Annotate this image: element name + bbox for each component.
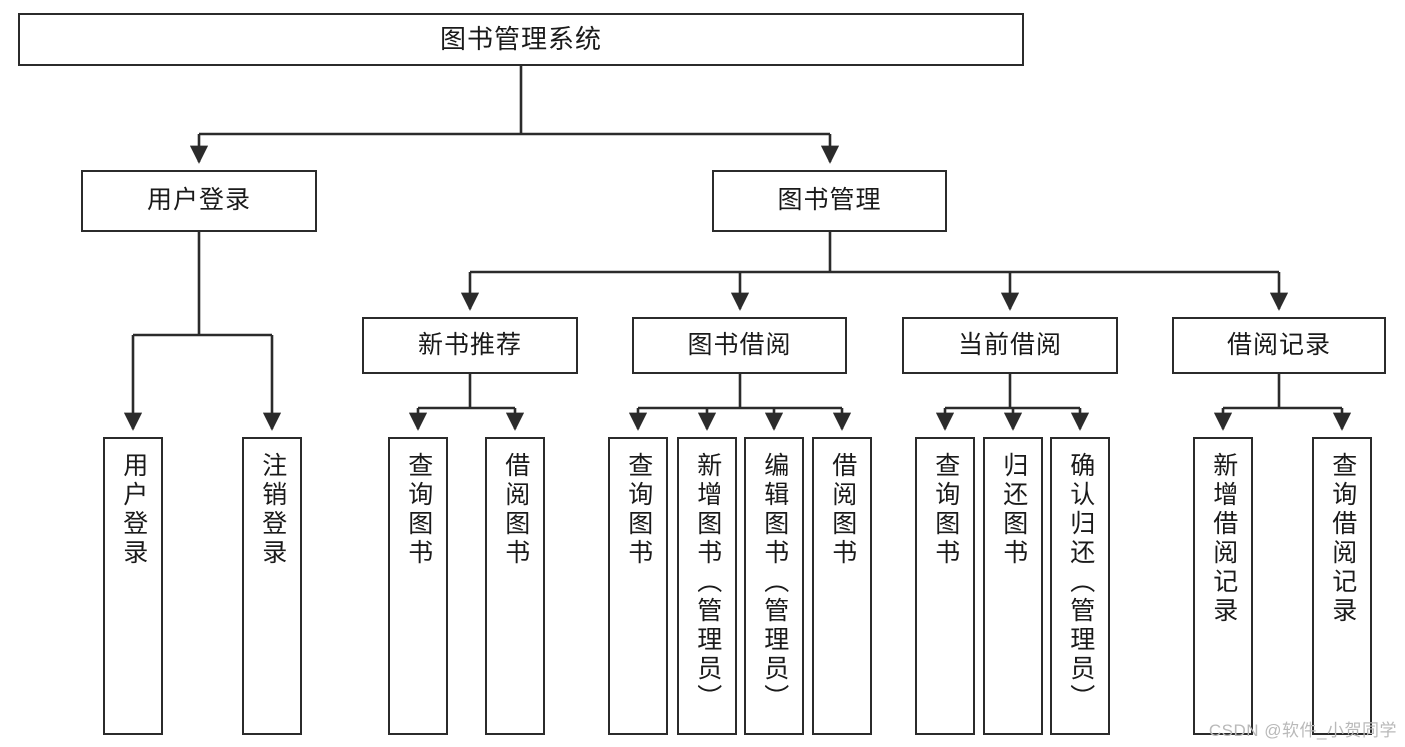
leaf-borrow-books-borrow[interactable]: 借阅图书 [812,437,872,735]
leaf-query-books-borrow[interactable]: 查询图书 [608,437,668,735]
leaf-return-books-label: 归还图书 [999,452,1028,568]
leaf-borrow-books-recommend-label: 借阅图书 [501,452,530,568]
leaf-add-book-admin-label: 新增图书（管理员） [693,452,722,713]
node-borrow-records-label: 借阅记录 [1226,330,1331,359]
leaf-borrow-books-recommend[interactable]: 借阅图书 [485,437,545,735]
node-new-book-recommend[interactable]: 新书推荐 [362,317,578,374]
leaf-borrow-books-borrow-label: 借阅图书 [828,452,857,568]
node-current-borrow-label: 当前借阅 [957,330,1062,359]
node-book-borrow[interactable]: 图书借阅 [632,317,847,374]
leaf-add-borrow-record[interactable]: 新增借阅记录 [1193,437,1253,735]
leaf-edit-book-admin[interactable]: 编辑图书（管理员） [744,437,804,735]
node-current-borrow[interactable]: 当前借阅 [902,317,1118,374]
node-book-borrow-label: 图书借阅 [687,330,792,359]
leaf-add-borrow-record-label: 新增借阅记录 [1209,452,1238,626]
node-user-login[interactable]: 用户登录 [81,170,317,232]
leaf-confirm-return-admin[interactable]: 确认归还（管理员） [1050,437,1110,735]
node-book-management[interactable]: 图书管理 [712,170,947,232]
leaf-return-books[interactable]: 归还图书 [983,437,1043,735]
watermark: CSDN @软件_小贺同学 [1208,721,1397,740]
node-borrow-records[interactable]: 借阅记录 [1172,317,1386,374]
leaf-query-borrow-record[interactable]: 查询借阅记录 [1312,437,1372,735]
node-new-book-recommend-label: 新书推荐 [417,330,522,359]
leaf-user-login[interactable]: 用户登录 [103,437,163,735]
leaf-query-books-recommend-label: 查询图书 [404,452,433,568]
leaf-add-book-admin[interactable]: 新增图书（管理员） [677,437,737,735]
node-root-label: 图书管理系统 [439,24,602,55]
node-user-login-label: 用户登录 [146,186,251,215]
leaf-query-books-current[interactable]: 查询图书 [915,437,975,735]
leaf-query-books-borrow-label: 查询图书 [624,452,653,568]
leaf-query-books-current-label: 查询图书 [931,452,960,568]
node-book-management-label: 图书管理 [777,186,882,215]
leaf-logout[interactable]: 注销登录 [242,437,302,735]
node-root[interactable]: 图书管理系统 [18,13,1024,66]
leaf-confirm-return-admin-label: 确认归还（管理员） [1066,452,1095,713]
leaf-edit-book-admin-label: 编辑图书（管理员） [760,452,789,713]
leaf-user-login-label: 用户登录 [119,452,148,568]
leaf-query-borrow-record-label: 查询借阅记录 [1328,452,1357,626]
leaf-logout-label: 注销登录 [258,452,287,568]
leaf-query-books-recommend[interactable]: 查询图书 [388,437,448,735]
